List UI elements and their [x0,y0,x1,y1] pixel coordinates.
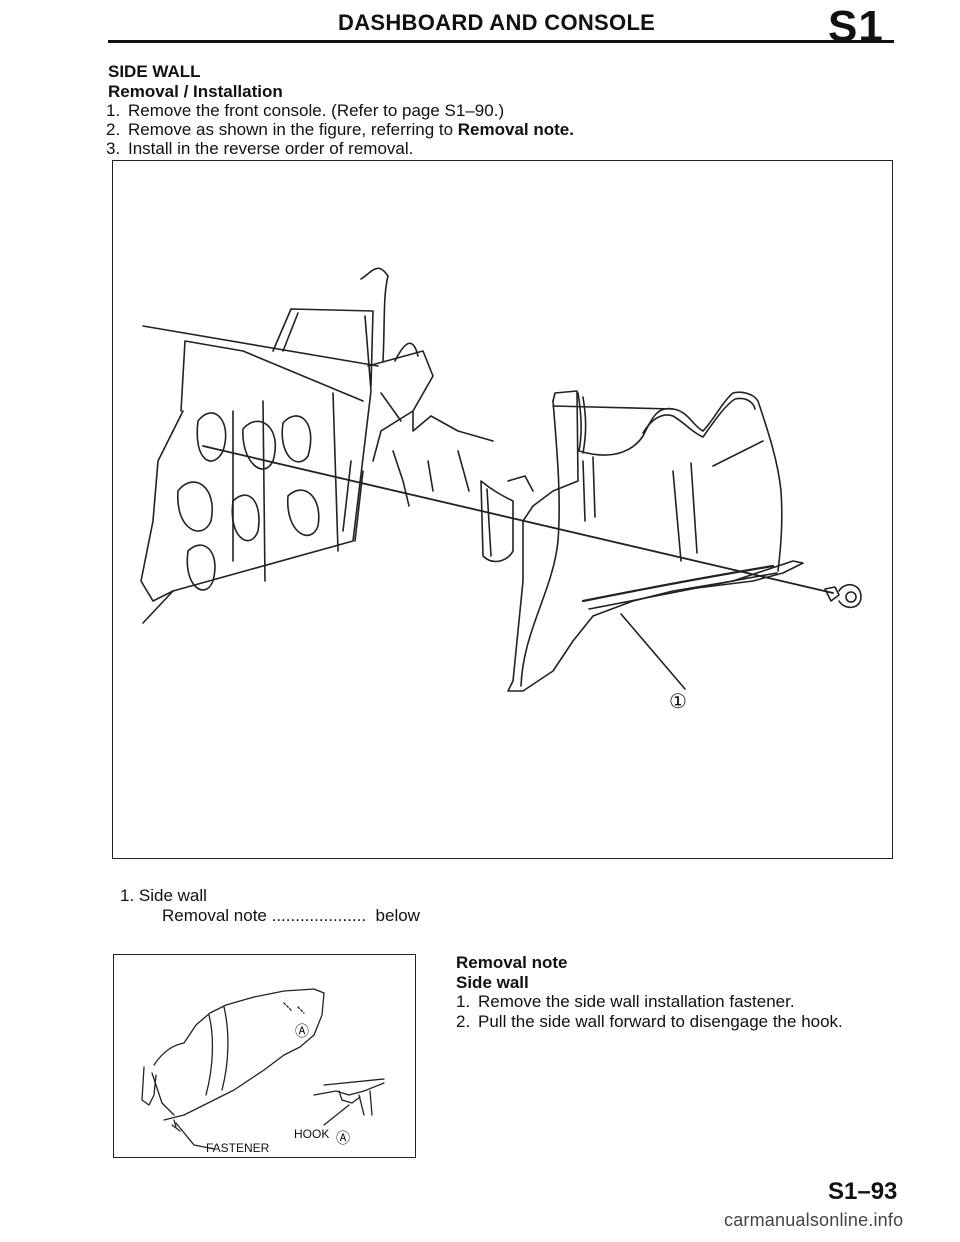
header-rule [108,40,894,43]
step-number: 1. [456,992,471,1011]
procedure-step: 3. Install in the reverse order of remova… [106,139,413,159]
legend-item-side-wall: 1. Side wall [120,886,207,905]
legend-removal-note: Removal note .................... below [162,906,420,926]
callout-1: ① [669,689,687,713]
removal-note-step: 2. Pull the side wall forward to disengag… [456,1012,843,1032]
step-number: 1. [106,101,121,120]
step-text: Remove the front console. (Refer to page… [128,101,505,120]
side-wall-illustration [140,267,862,692]
section-code: S1 [828,2,884,51]
watermark-text: carmanualsonline.info [724,1210,904,1230]
step-number: 2. [456,1012,471,1031]
page-number: S1–93 [828,1178,898,1205]
step-text-bold: Removal note. [457,120,574,139]
fastener-hook-illustration [141,988,385,1150]
step-text: Pull the side wall forward to disengage … [478,1012,843,1031]
procedure-step: 1. Remove the front console. (Refer to pa… [106,101,504,121]
section-title: SIDE WALL [108,62,201,81]
label-a: Ⓐ [295,1024,309,1040]
step-text: Install in the reverse order of removal. [128,139,414,158]
removal-note-step: 1. Remove the side wall installation fast… [456,992,795,1012]
label-hook: HOOK [294,1127,330,1141]
label-hook-a: Ⓐ [336,1131,350,1147]
legend-note-ref: below [375,906,420,925]
step-number: 3. [106,139,121,158]
side-wall-exploded-figure: ① [112,160,893,859]
removal-note-title: Removal note [456,953,568,972]
section-subtitle: Removal / Installation [108,82,283,101]
label-fastener: FASTENER [206,1141,270,1155]
legend-note-label: Removal note [162,906,267,925]
fastener-hook-figure: Ⓐ HOOK Ⓐ FASTENER [113,954,416,1158]
legend-note-leader: .................... [266,906,367,925]
step-number: 2. [106,120,121,139]
removal-note-subtitle: Side wall [456,973,529,992]
procedure-step: 2. Remove as shown in the figure, referri… [106,120,574,140]
step-text: Remove as shown in the figure, referring… [128,120,458,139]
step-text: Remove the side wall installation fasten… [478,992,795,1011]
page-header-title: DASHBOARD AND CONSOLE [338,10,656,35]
